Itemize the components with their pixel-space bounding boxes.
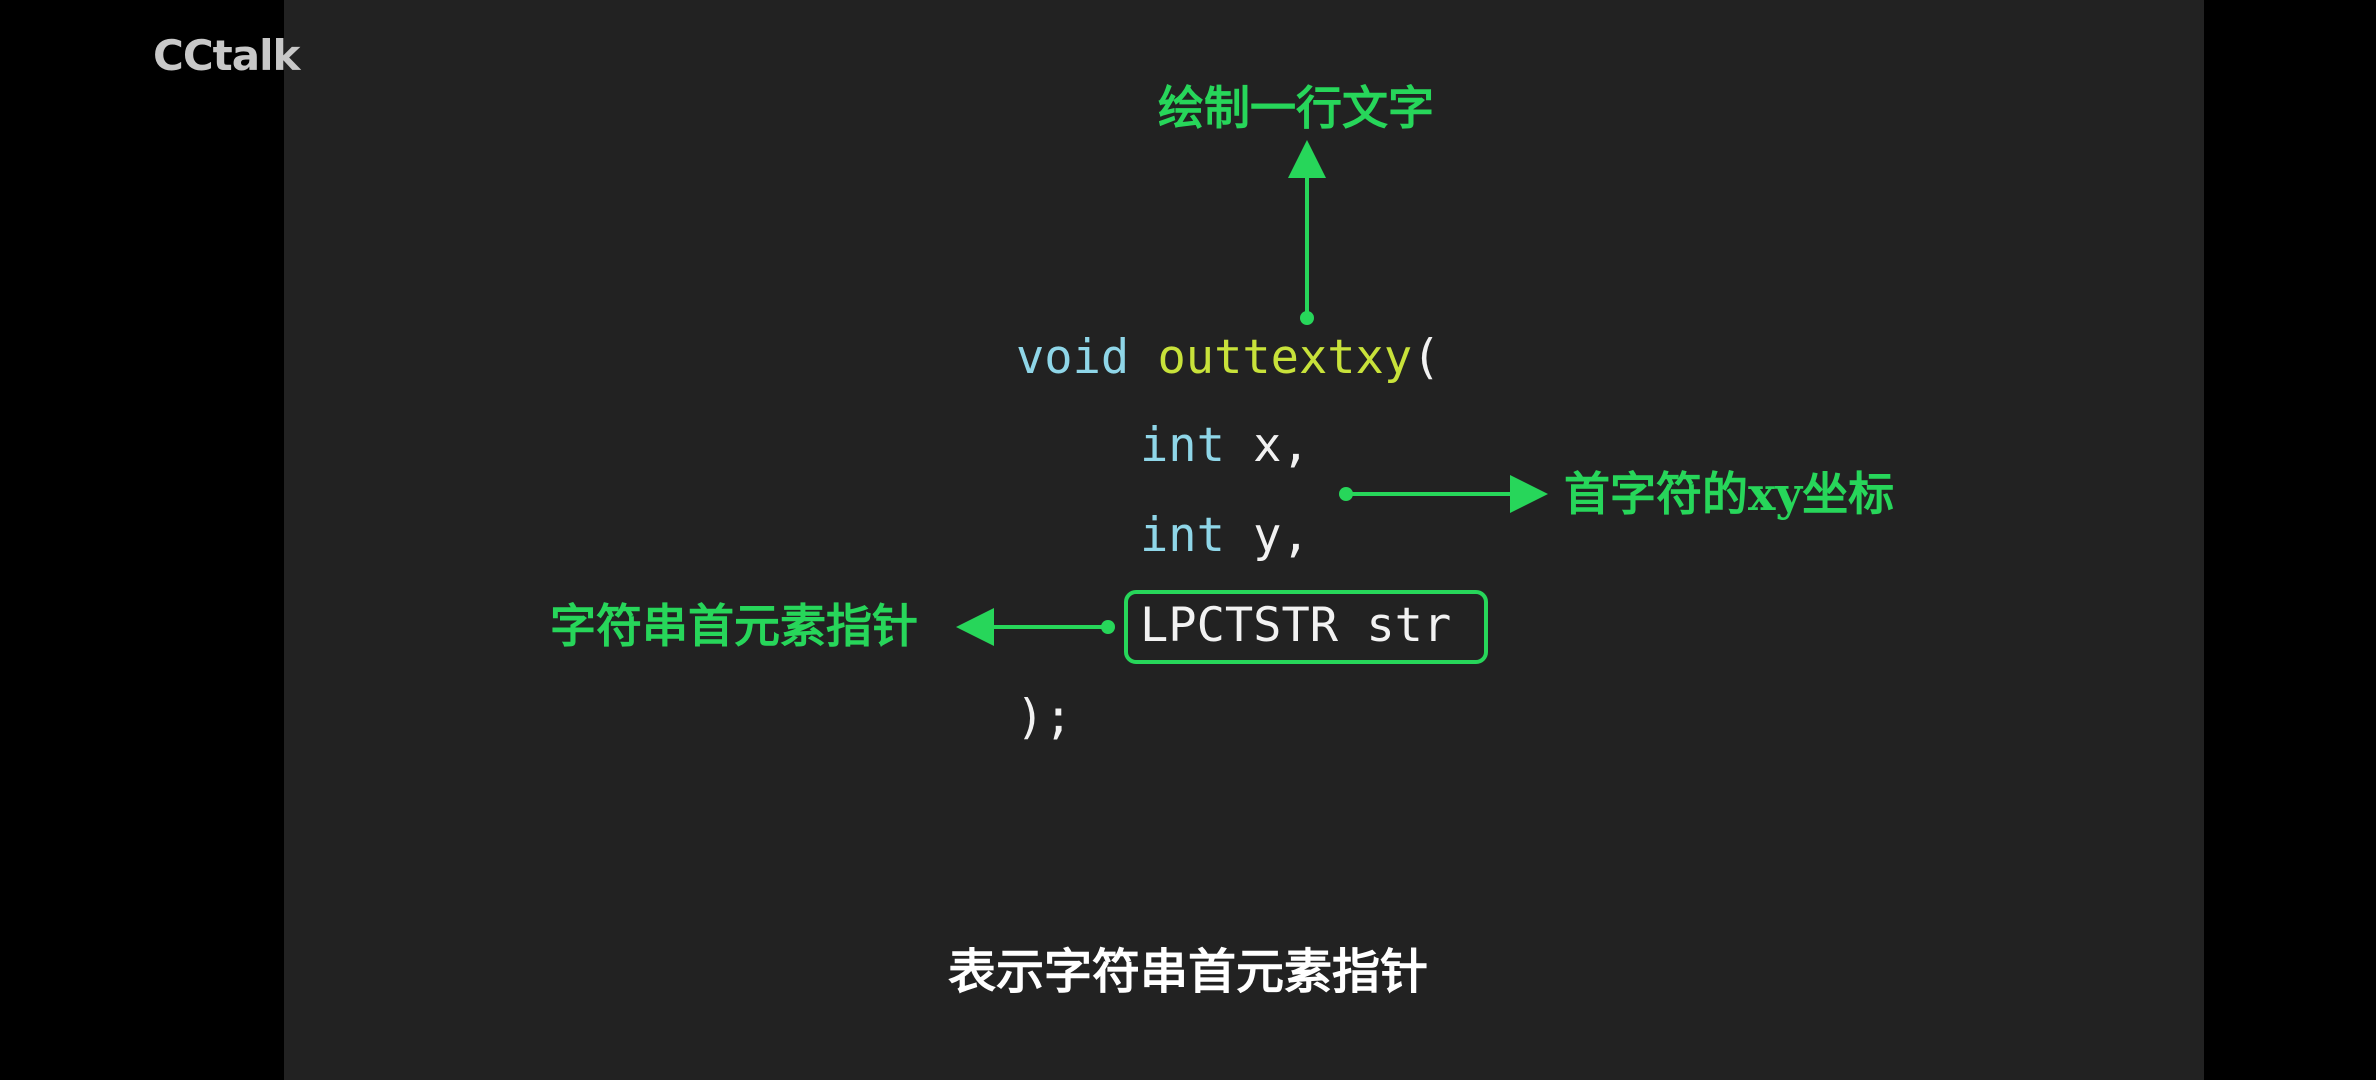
code-line-4: LPCTSTR str: [1140, 596, 1451, 656]
code-line-5: );: [1016, 688, 1073, 748]
param-x: x,: [1224, 418, 1310, 473]
close-paren: );: [1016, 690, 1073, 745]
arrow-left-head: [956, 608, 994, 646]
open-paren: (: [1412, 330, 1441, 385]
code-line-3: int y,: [1140, 506, 1310, 566]
function-annotation-label: 绘制一行文字: [1158, 81, 1434, 135]
str-param-highlight-box: [1124, 590, 1488, 664]
keyword-int-y: int: [1140, 508, 1225, 563]
xy-annotation-label: 首字符的xy坐标: [1564, 467, 1895, 521]
function-name: outtextxy: [1157, 330, 1413, 385]
str-annotation-label: 字符串首元素指针: [550, 599, 918, 653]
video-frame: [284, 0, 2204, 1080]
keyword-void: void: [1016, 330, 1130, 385]
keyword-int-x: int: [1140, 418, 1225, 473]
code-line-1: void outtextxy(: [1016, 328, 1440, 388]
arrow-up-head: [1288, 140, 1326, 178]
code-line-2: int x,: [1140, 416, 1310, 476]
param-str: LPCTSTR str: [1140, 598, 1452, 653]
video-subtitle: 表示字符串首元素指针: [947, 944, 1428, 1000]
param-y: y,: [1224, 508, 1310, 563]
arrow-up-dot: [1300, 311, 1314, 325]
arrow-right-head: [1510, 475, 1548, 513]
cctalk-logo: CCtalk: [153, 31, 300, 80]
